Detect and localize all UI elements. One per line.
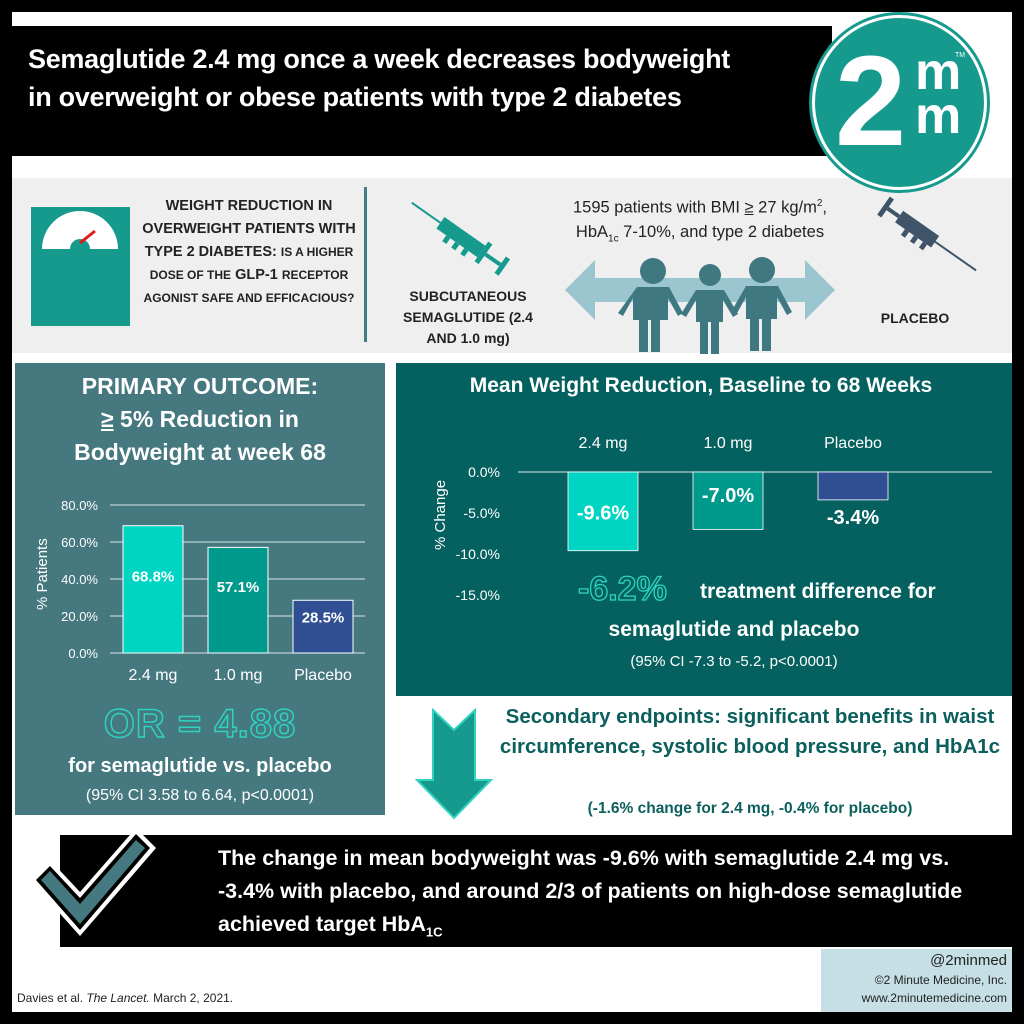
bar-value-label: -9.6%: [577, 502, 629, 524]
y-tick: -10.0%: [456, 546, 500, 562]
bar-value-label: 28.5%: [302, 609, 345, 626]
bar: [292, 599, 354, 654]
y-tick: 60.0%: [61, 535, 98, 550]
x-category-label: Placebo: [824, 435, 882, 452]
x-category-label: 1.0 mg: [214, 667, 263, 684]
treatment-difference-ci: (95% CI -7.3 to -5.2, p<0.0001): [630, 653, 838, 670]
y-tick: -15.0%: [456, 587, 500, 603]
conclusion-bar: [60, 835, 1012, 947]
x-category-label: 2.4 mg: [579, 435, 628, 452]
odds-ratio-value: OR = 4.88: [103, 701, 297, 747]
2mm-logo: [812, 15, 987, 190]
study-design-band: [12, 178, 1012, 353]
title-bar: [12, 26, 832, 156]
treatment-arm-label: SUBCUTANEOUS SEMAGLUTIDE (2.4 AND 1.0 mg…: [403, 288, 533, 346]
syringe-semaglutide-icon: [405, 198, 525, 288]
y-tick: 0.0%: [468, 464, 500, 480]
bar-value-label: 68.8%: [132, 568, 175, 585]
primary-outcome-chart: % Patients 0.0% 20.0% 40.0% 60.0% 80.0% 68.8…: [20, 490, 380, 690]
down-arrow-icon: [414, 707, 494, 820]
secondary-endpoints: Secondary endpoints: significant benefit…: [499, 705, 1001, 758]
title-line-2: in overweight or obese patients with typ…: [28, 82, 682, 112]
logo-trademark: TM: [955, 52, 966, 59]
secondary-endpoints-detail: (-1.6% change for 2.4 mg, -0.4% for plac…: [587, 800, 913, 817]
y-tick: 80.0%: [61, 498, 98, 513]
bar-value-label: -3.4%: [827, 507, 879, 529]
y-axis-label: % Change: [432, 480, 449, 550]
bar-value-label: 57.1%: [217, 579, 260, 596]
x-category-label: Placebo: [294, 667, 352, 684]
study-question: WEIGHT REDUCTION IN OVERWEIGHT PATIENTS …: [142, 198, 356, 305]
y-tick: -5.0%: [463, 505, 500, 521]
patients-group-icon: [565, 250, 835, 360]
odds-ratio-caption: for semaglutide vs. placebo: [68, 755, 332, 777]
page-title: Semaglutide 2.4 mg once a week decreases…: [28, 40, 828, 116]
twitter-handle: @2minmed: [930, 952, 1007, 969]
section-divider: [364, 187, 367, 342]
credit-box: [821, 949, 1012, 1012]
title-line-1: Semaglutide 2.4 mg once a week decreases…: [28, 44, 730, 74]
y-tick: 20.0%: [61, 609, 98, 624]
copyright: ©2 Minute Medicine, Inc.: [874, 973, 1007, 987]
y-tick: 0.0%: [68, 646, 98, 661]
primary-outcome-title: PRIMARY OUTCOME: ≥ 5% Reduction in Bodyw…: [74, 373, 326, 465]
odds-ratio-ci: (95% CI 3.58 to 6.64, p<0.0001): [85, 787, 315, 804]
x-category-label: 1.0 mg: [704, 435, 753, 452]
bar-value-label: -7.0%: [702, 485, 754, 507]
conclusion-text: The change in mean bodyweight was -9.6% …: [218, 846, 963, 940]
placebo-arm-label: PLACEBO: [880, 310, 950, 326]
treatment-difference-value: -6.2%: [577, 569, 667, 608]
logo-digit: 2: [835, 30, 906, 173]
bar: [122, 525, 184, 654]
logo-m-top: m: [915, 43, 962, 101]
y-axis-label: % Patients: [34, 538, 51, 610]
bar: [207, 546, 269, 654]
bar: [567, 471, 639, 552]
syringe-placebo-icon: [868, 196, 988, 296]
inclusion-criteria: 1595 patients with BMI ≥ 27 kg/m2, HbA1c…: [572, 198, 827, 244]
primary-outcome-panel: [15, 363, 385, 815]
treatment-difference-caption-2: semaglutide and placebo: [608, 618, 860, 641]
treatment-difference-caption-1: treatment difference for: [700, 580, 936, 603]
mean-weight-chart: % Change 0.0% -5.0% -10.0% -15.0% -9.6% -7.0…: [400, 420, 1010, 620]
website-link[interactable]: www.2minutemedicine.com: [861, 991, 1007, 1005]
x-category-label: 2.4 mg: [129, 667, 178, 684]
y-tick: 40.0%: [61, 572, 98, 587]
logo-m-bottom: m: [915, 87, 962, 145]
bar: [692, 471, 764, 530]
bar: [817, 471, 889, 501]
checkmark-icon: [28, 820, 158, 940]
citation: Davies et al. The Lancet. March 2, 2021.: [17, 991, 234, 1005]
mean-weight-title: Mean Weight Reduction, Baseline to 68 We…: [469, 374, 933, 397]
weight-scale-icon: [31, 207, 130, 326]
